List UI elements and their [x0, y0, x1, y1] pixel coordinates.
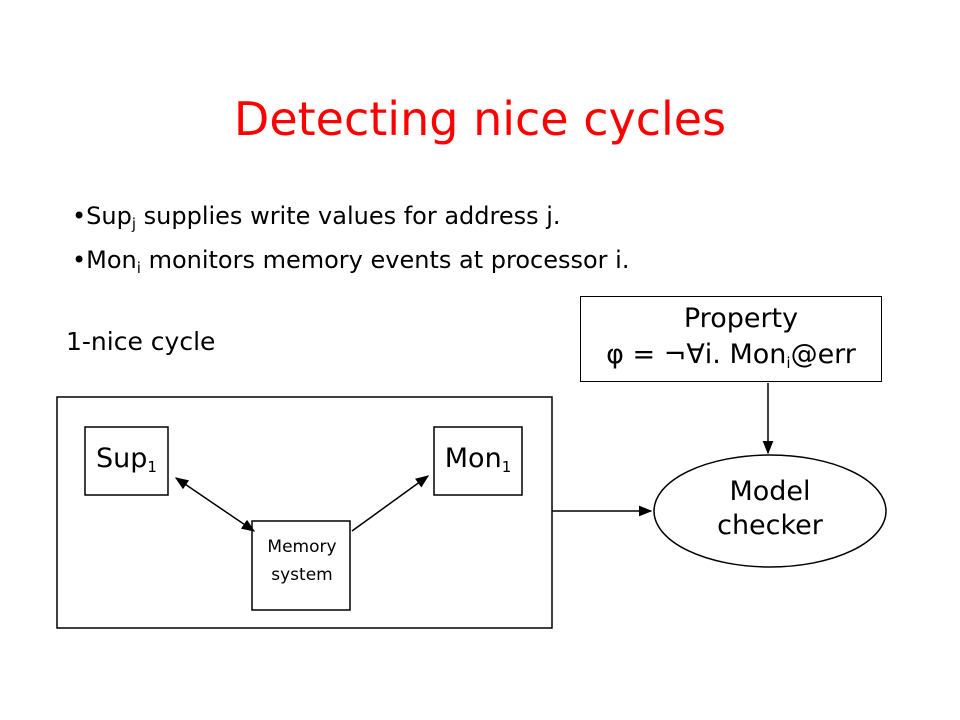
bullet-mon-subscript: i [136, 259, 141, 277]
memory-line1: Memory [267, 537, 337, 557]
sup-box [84, 426, 169, 496]
formula-suffix: @err [790, 339, 856, 370]
bullet-marker: • [72, 202, 87, 230]
memory-box [251, 520, 351, 611]
cycle-caption: 1-nice cycle [66, 327, 216, 356]
bullet-mon-name: Mon [86, 246, 137, 274]
mon-box [433, 426, 523, 496]
model-checker-label: Model checker [652, 475, 888, 543]
slide-title: Detecting nice cycles [233, 92, 727, 146]
memory-line2: system [271, 565, 333, 585]
bullet-sup-subscript: j [131, 215, 137, 233]
model-line2: checker [717, 510, 823, 541]
bullet-mon: •Moni monitors memory events at processo… [72, 242, 629, 286]
bullet-sup-name: Sup [86, 202, 132, 230]
model-line1: Model [729, 476, 811, 507]
sup-label: Sup1 [85, 443, 168, 476]
memory-system-label: Memory system [252, 533, 352, 589]
mon-subscript: 1 [501, 458, 512, 476]
property-title: Property [683, 303, 799, 334]
sup-memory-arrow [174, 477, 256, 532]
system-outer-box [56, 396, 553, 629]
sup-subscript: 1 [147, 458, 157, 476]
sup-name: Sup [96, 443, 148, 474]
formula-prefix: φ = ¬∀i. Mon [606, 339, 787, 370]
model-checker-ellipse [653, 454, 887, 568]
formula-subscript: i [786, 354, 791, 372]
property-box: Property φ = ¬∀i. Moni@err [580, 296, 882, 382]
bullet-mon-text: monitors memory events at processor i. [140, 246, 630, 274]
memory-mon-arrow [351, 475, 430, 532]
property-formula: φ = ¬∀i. Moni@err [581, 339, 881, 372]
bullet-list: •Supj supplies write values for address … [72, 198, 629, 286]
mon-name: Mon [444, 443, 502, 474]
bullet-sup-text: supplies write values for address j. [136, 202, 561, 230]
bullet-sup: •Supj supplies write values for address … [72, 198, 629, 242]
bullet-marker: • [72, 246, 87, 274]
mon-label: Mon1 [434, 443, 522, 476]
